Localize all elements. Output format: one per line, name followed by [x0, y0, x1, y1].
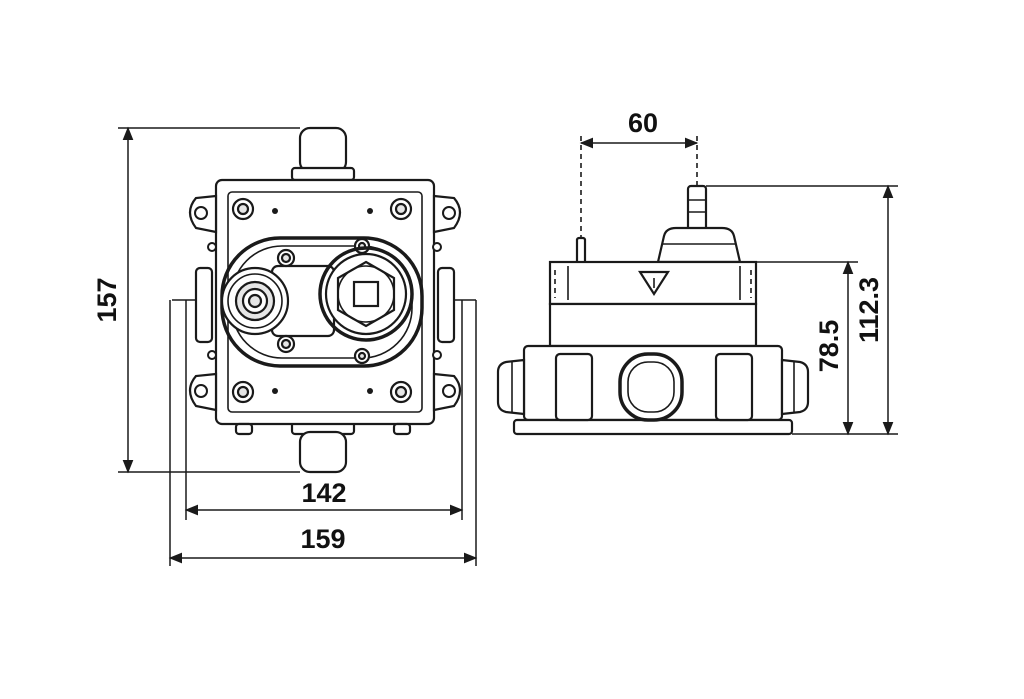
dim-side-spindle-offset: 60 — [579, 108, 699, 238]
dim-front-inner-width-label: 142 — [301, 478, 346, 508]
front-corner-bolts — [231, 197, 413, 404]
side-cap-band — [548, 260, 758, 306]
dim-side-total-height-label: 112.3 — [854, 277, 884, 343]
dim-front-outer-width: 159 — [168, 300, 478, 566]
front-valve-body — [220, 236, 424, 368]
front-bottom-connector — [290, 420, 356, 474]
dim-front-height: 157 — [92, 126, 300, 474]
front-left-cartridge — [220, 266, 290, 336]
dim-side-body-height: 78.5 — [756, 260, 898, 436]
dim-side-spindle-offset-label: 60 — [628, 108, 658, 138]
front-top-connector — [290, 126, 356, 182]
dim-side-total-height: 112.3 — [706, 184, 898, 436]
dim-front-outer-width-label: 159 — [300, 524, 345, 554]
dim-side-body-height-label: 78.5 — [814, 320, 844, 373]
front-view — [172, 126, 476, 474]
side-view — [496, 184, 810, 436]
front-side-connectors — [172, 266, 476, 344]
dim-front-height-label: 157 — [92, 277, 122, 322]
side-lower-body — [512, 344, 794, 436]
dim-front-inner-width: 142 — [184, 300, 464, 520]
side-end-connectors — [496, 358, 810, 416]
front-right-cartridge — [318, 246, 414, 342]
side-spindle — [656, 184, 742, 264]
